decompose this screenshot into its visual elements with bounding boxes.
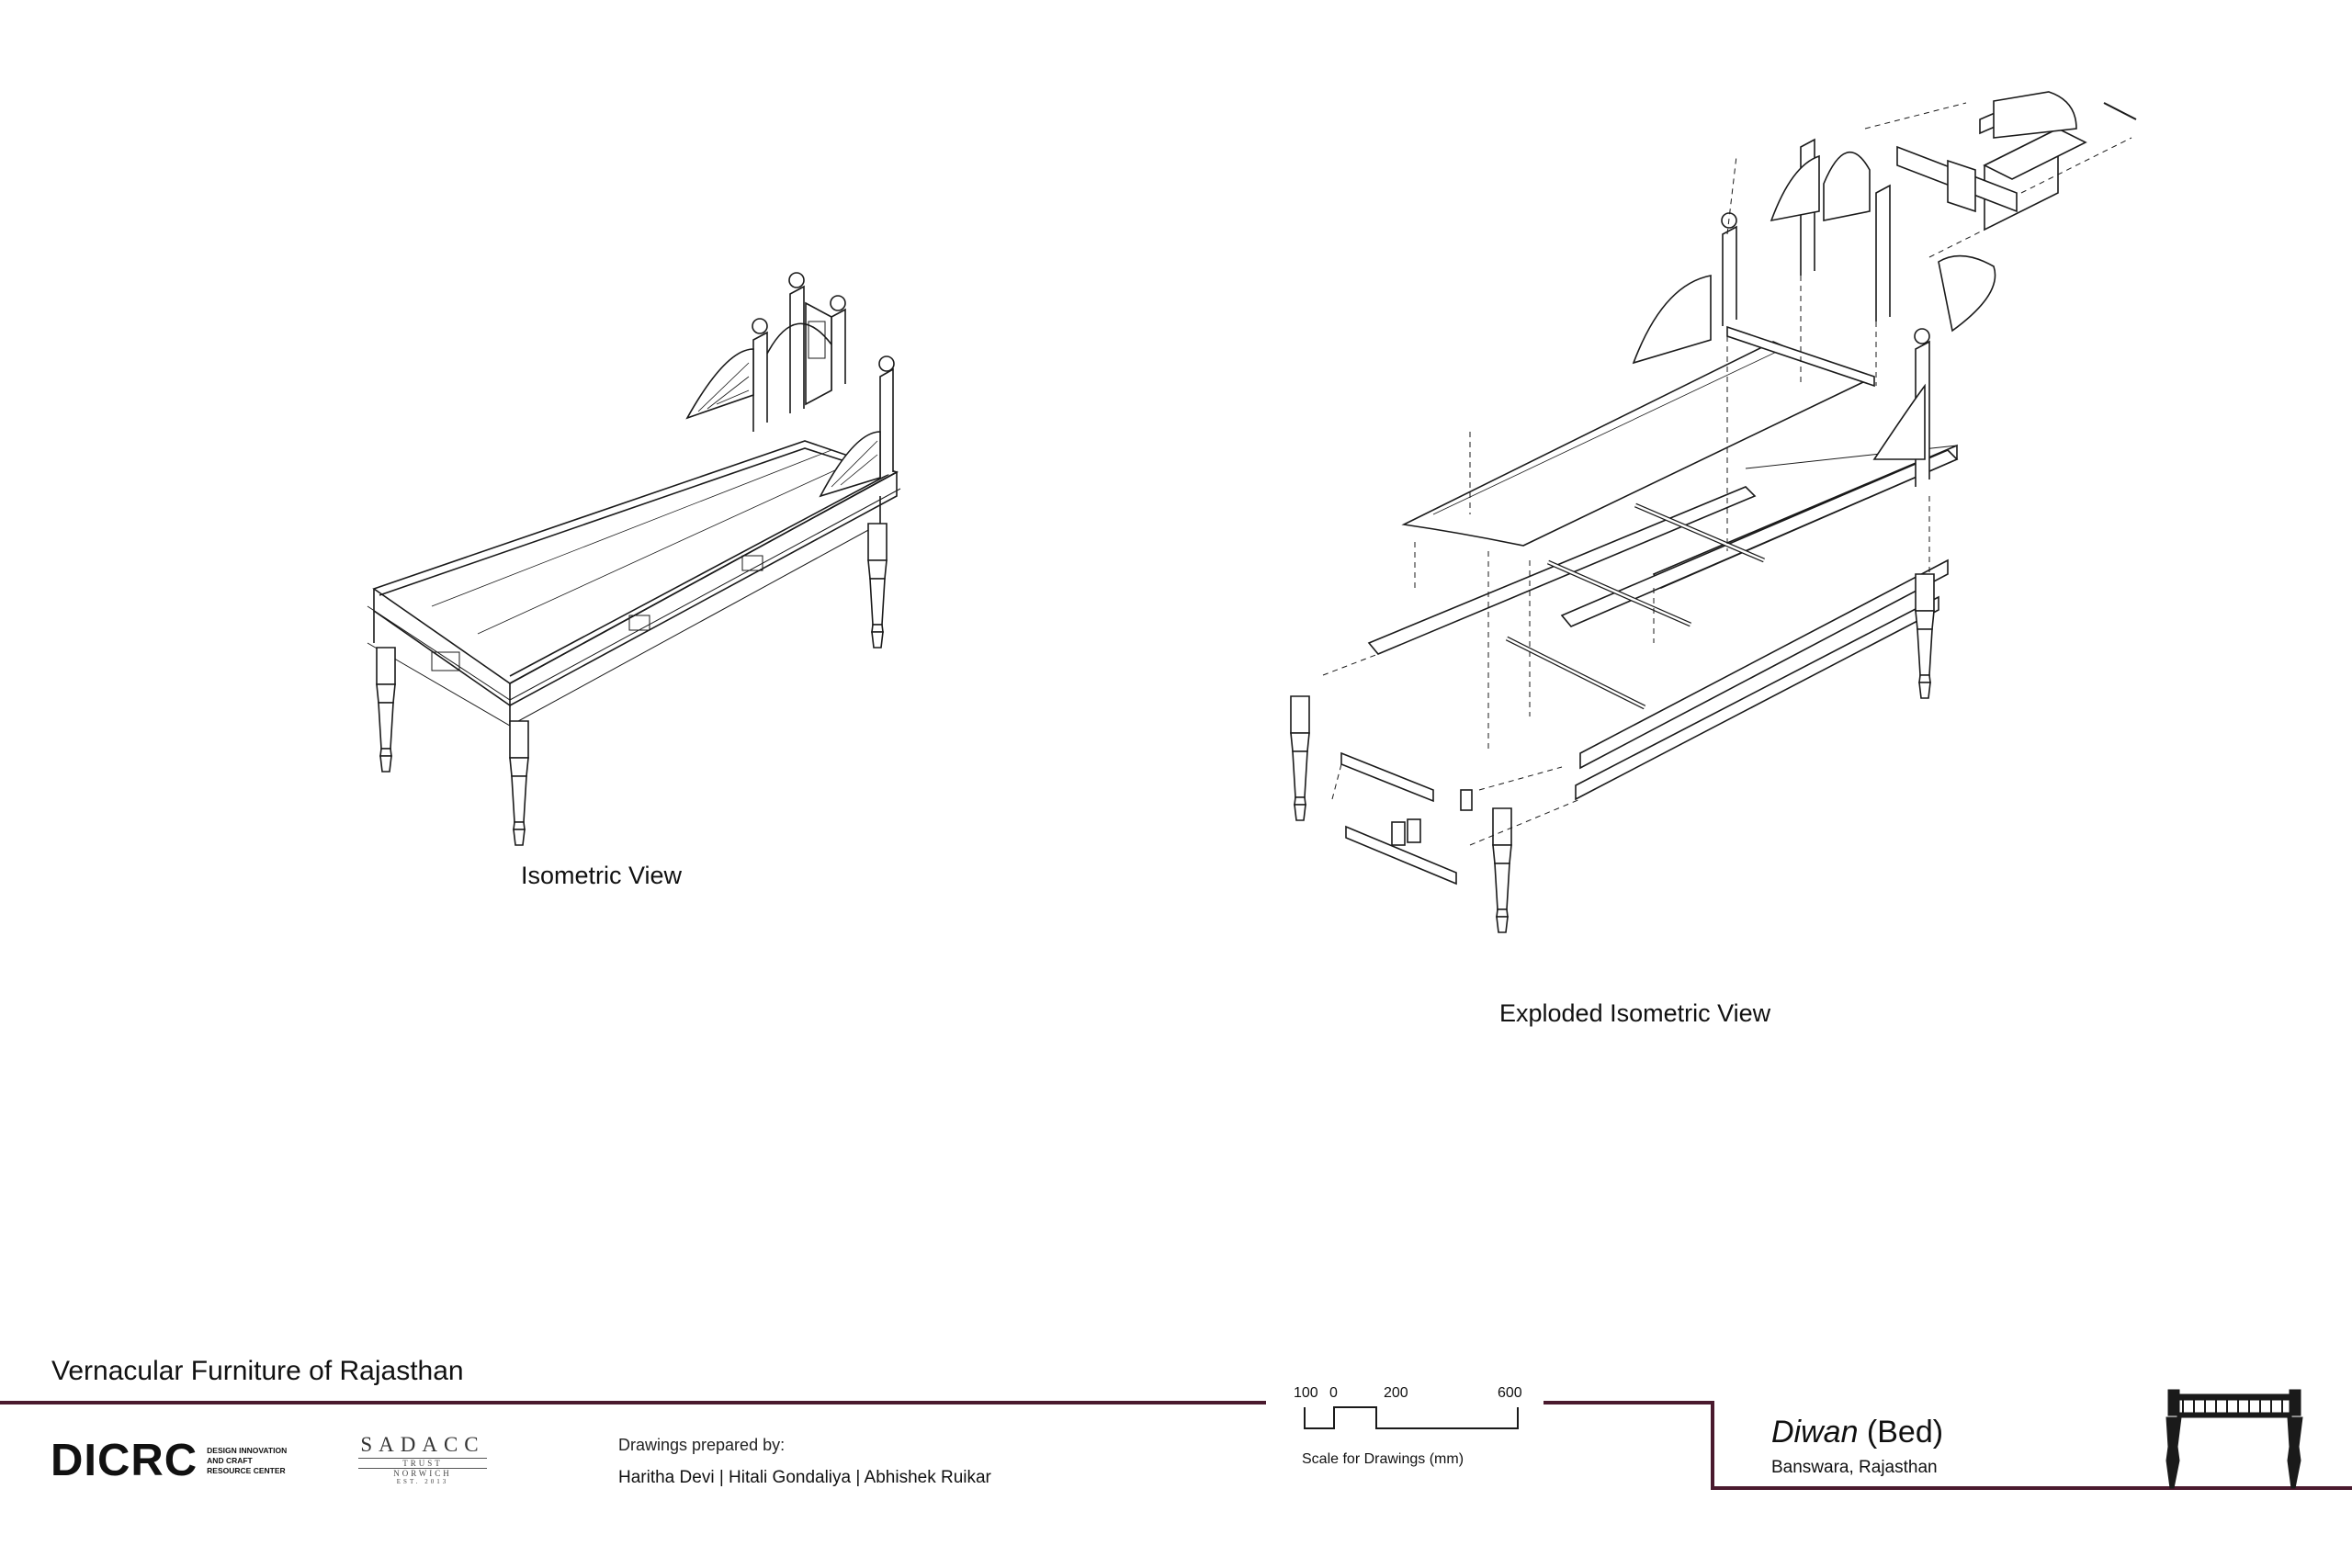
sadacc-logo: SADACC TRUST NORWICH EST. 2013 bbox=[358, 1433, 487, 1485]
dicrc-sub-line: DESIGN INNOVATION bbox=[207, 1445, 288, 1455]
item-type: (Bed) bbox=[1858, 1415, 1944, 1450]
scale-tick-label: 0 bbox=[1329, 1385, 1338, 1401]
scale-tick-label: 100 bbox=[1294, 1385, 1318, 1401]
isometric-view-label: Isometric View bbox=[521, 862, 683, 889]
sadacc-logo-mark: SADACC bbox=[360, 1433, 485, 1456]
project-title: Vernacular Furniture of Rajasthan bbox=[51, 1356, 464, 1386]
dicrc-logo-subtitle: DESIGN INNOVATION AND CRAFT RESOURCE CEN… bbox=[207, 1446, 287, 1476]
scale-tick-label: 600 bbox=[1498, 1385, 1522, 1401]
diwan-elevation-icon bbox=[2165, 1389, 2303, 1489]
item-location: Banswara, Rajasthan bbox=[1771, 1458, 1938, 1477]
scale-bar bbox=[1304, 1406, 1519, 1429]
sadacc-logo-est: EST. 2013 bbox=[396, 1478, 449, 1485]
exploded-view-label: Exploded Isometric View bbox=[1499, 999, 1771, 1027]
title-block-frame bbox=[0, 1401, 2352, 1490]
credits-heading: Drawings prepared by: bbox=[618, 1436, 786, 1454]
sadacc-logo-city: NORWICH bbox=[393, 1469, 452, 1478]
dicrc-logo-mark: DICRC bbox=[51, 1436, 198, 1485]
credits-names: Haritha Devi | Hitali Gondaliya | Abhish… bbox=[618, 1468, 991, 1487]
dicrc-sub-line: AND CRAFT bbox=[207, 1455, 253, 1465]
dicrc-sub-line: RESOURCE CENTER bbox=[207, 1465, 286, 1475]
scale-tick-label: 200 bbox=[1384, 1385, 1408, 1401]
exploded-view-drawing bbox=[1290, 91, 2137, 933]
item-title: Diwan (Bed) bbox=[1771, 1415, 1943, 1450]
scale-caption: Scale for Drawings (mm) bbox=[1302, 1451, 1464, 1467]
sadacc-logo-trust: TRUST bbox=[402, 1459, 443, 1468]
isometric-view-drawing bbox=[367, 272, 901, 846]
item-name: Diwan bbox=[1771, 1415, 1859, 1450]
dicrc-logo: DICRC DESIGN INNOVATION AND CRAFT RESOUR… bbox=[51, 1435, 287, 1486]
